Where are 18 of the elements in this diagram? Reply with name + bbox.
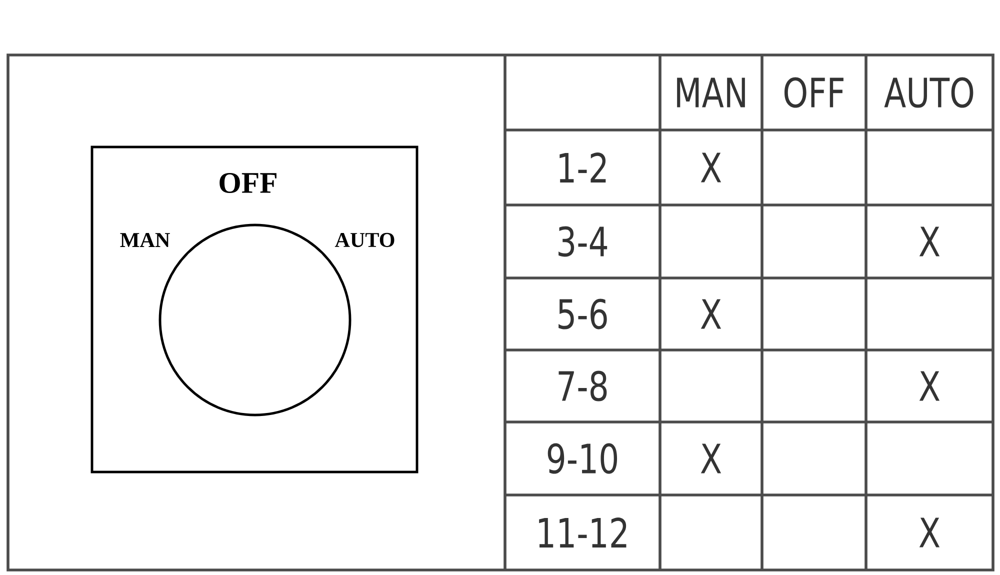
table-mark: X: [700, 152, 722, 182]
table-mark: X: [700, 299, 722, 329]
column-header: OFF: [784, 77, 844, 108]
row-label: 7-8: [558, 370, 607, 402]
table-mark: X: [700, 444, 722, 474]
row-label: 11-12: [539, 517, 626, 548]
row-label: 1-2: [560, 152, 606, 182]
row-label: 9-10: [548, 443, 618, 474]
position-label: OFF: [220, 172, 276, 194]
column-header: AUTO: [884, 77, 974, 108]
position-label: MAN: [120, 233, 170, 247]
column-header: MAN: [677, 78, 745, 108]
position-label: AUTO: [334, 232, 394, 248]
table-mark: X: [919, 226, 940, 256]
table-mark: X: [919, 518, 940, 548]
table-mark: X: [919, 371, 940, 401]
row-label: 3-4: [558, 226, 608, 257]
row-label: 5-6: [558, 298, 607, 330]
